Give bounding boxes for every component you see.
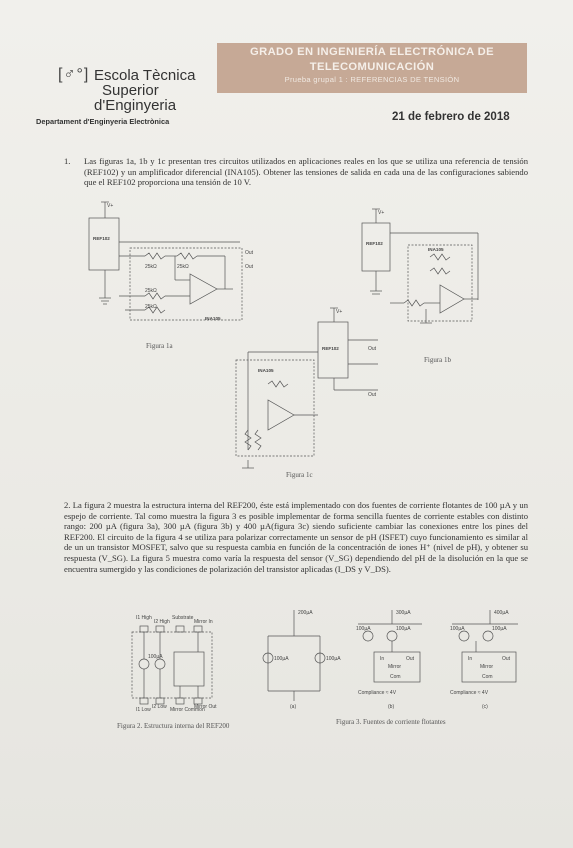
- current-3b: 300µA: [396, 610, 411, 616]
- logo-icon: [♂°]: [58, 66, 90, 83]
- school-name: Escola Tècnica Superior d'Enginyeria: [94, 68, 195, 113]
- course-banner: GRADO EN INGENIERÍA ELECTRÓNICA DE TELEC…: [217, 43, 527, 93]
- banner-title-2: TELECOMUNICACIÓN: [309, 61, 435, 73]
- ref102-box-1a: [88, 217, 120, 271]
- figure-2-caption: Figura 2. Estructura interna del REF200: [117, 722, 230, 730]
- mirror-3c: [461, 651, 517, 683]
- q1-text: Las figuras 1a, 1b y 1c presentan tres c…: [84, 156, 528, 188]
- banner-title-1: GRADO EN INGENIERÍA ELECTRÓNICA DE: [250, 46, 494, 58]
- r3-label-1a: 25kΩ: [145, 288, 157, 294]
- ref200-package: [131, 631, 213, 699]
- figure-1b-caption: Figura 1b: [424, 356, 452, 364]
- source-3a-1: [262, 652, 274, 664]
- pin-i2-high: I2 High: [154, 619, 170, 625]
- ina105-box-1b: [407, 244, 473, 322]
- ina105-label-1c: INA105: [258, 368, 274, 373]
- r1-label-1a: 25kΩ: [145, 264, 157, 270]
- figure-3c-circuit: 400µA 100µA 100µA In Out Mirror Com Comp…: [450, 610, 518, 710]
- r4-label-1a: 25kΩ: [145, 304, 157, 310]
- ina105-box-1a: [129, 247, 243, 321]
- vplus-label-1a: V+: [107, 203, 113, 209]
- figure-1b-circuit: REF102 V+ INA105: [361, 208, 479, 324]
- current-3a: 200µA: [298, 610, 313, 616]
- out-3b: Out: [406, 656, 415, 662]
- school-line-1: Escola Tècnica: [94, 67, 196, 84]
- src-3c-1: 100µA: [450, 626, 465, 632]
- vplus-label-1c: V+: [336, 309, 342, 315]
- figure-1a-caption: Figura 1a: [146, 342, 173, 350]
- figure-1c-circuit: REF102 V+ INA105 Out Out: [235, 307, 378, 469]
- figure-3-caption: Figura 3. Fuentes de corriente flotantes: [336, 718, 446, 726]
- q2-text: 2. La figura 2 muestra la estructura int…: [64, 500, 528, 574]
- pin-mirror-out: Mirror Out: [194, 704, 217, 710]
- com-3c: Com: [482, 674, 493, 680]
- school-line-2: Superior: [102, 82, 159, 99]
- in-3c: In: [468, 656, 472, 662]
- source-2: [154, 658, 166, 670]
- ref102-box-1b: [361, 222, 391, 272]
- mirror-label-3b: Mirror: [388, 664, 401, 670]
- figure-3b-circuit: 300µA 100µA 100µA In Out Mirror Com Comp…: [356, 610, 422, 710]
- pin-i1-high: I1 High: [136, 615, 152, 621]
- src-3a-2: 100µA: [326, 656, 341, 662]
- mirror-3b: [373, 651, 421, 683]
- in-3b: In: [380, 656, 384, 662]
- pin-substrate: Substrate: [172, 615, 194, 621]
- src-3b-1: 100µA: [356, 626, 371, 632]
- pin-i1-low: I1 Low: [136, 707, 151, 713]
- out-3c: Out: [502, 656, 511, 662]
- exam-date: 21 de febrero de 2018: [392, 111, 510, 123]
- current-3c: 400µA: [494, 610, 509, 616]
- out-label-1c-2: Out: [368, 392, 377, 398]
- out-label-1c-1: Out: [368, 346, 377, 352]
- school-line-3: d'Enginyeria: [94, 97, 177, 114]
- ina105-label-1a: INA105: [205, 316, 221, 321]
- label-3c: (c): [482, 704, 488, 710]
- source-1: [138, 658, 150, 670]
- src-3c-2: 100µA: [492, 626, 507, 632]
- ref102-label-1b: REF102: [366, 241, 383, 246]
- src-3a-1: 100µA: [274, 656, 289, 662]
- out-label-1a-1: Out: [245, 250, 254, 256]
- figure-1c-caption: Figura 1c: [286, 471, 313, 479]
- ina105-box-1c: [235, 359, 315, 457]
- source-3c-1: [458, 630, 470, 642]
- source-3c-2: [482, 630, 494, 642]
- source-3b-2: [386, 630, 398, 642]
- mirror-label-3c: Mirror: [480, 664, 493, 670]
- figure-1a-circuit: REF102 V+ INA105 25kΩ 25kΩ 25kΩ 25kΩ Out…: [88, 201, 254, 321]
- label-3b: (b): [388, 704, 394, 710]
- ref102-box-1c: [317, 321, 349, 379]
- ref102-label-1c: REF102: [322, 346, 339, 351]
- figure-2-ref200: I1 High I2 High Substrate Mirror In I1 L…: [131, 615, 217, 713]
- department-name: Departament d'Enginyeria Electrònica: [36, 117, 170, 126]
- source-3a-2: [314, 652, 326, 664]
- q1-number: 1.: [64, 156, 71, 166]
- src-3b-2: 100µA: [396, 626, 411, 632]
- pin-i2-low: I2 Low: [152, 704, 167, 710]
- banner-subtitle: Prueba grupal 1 : REFERENCIAS DE TENSIÓN: [284, 75, 460, 84]
- compliance-3b: Compliance ≈ 4V: [358, 690, 397, 696]
- ref102-label-1a: REF102: [93, 236, 110, 241]
- pin-mirror-in: Mirror In: [194, 619, 213, 625]
- pin-mirror-common: Mirror Common: [170, 707, 205, 713]
- source-3b-1: [362, 630, 374, 642]
- out-label-1a-2: Out: [245, 264, 254, 270]
- figure-3a-circuit: 200µA 100µA 100µA (a): [262, 610, 341, 710]
- r2-label-1a: 25kΩ: [177, 264, 189, 270]
- ina105-label-1b: INA105: [428, 247, 444, 252]
- school-logo: [♂°]: [58, 64, 208, 124]
- label-3a: (a): [290, 704, 296, 710]
- compliance-3c: Compliance ≈ 4V: [450, 690, 489, 696]
- vplus-label-1b: V+: [378, 210, 384, 216]
- com-3b: Com: [390, 674, 401, 680]
- src-label-1: 100µA: [148, 654, 163, 660]
